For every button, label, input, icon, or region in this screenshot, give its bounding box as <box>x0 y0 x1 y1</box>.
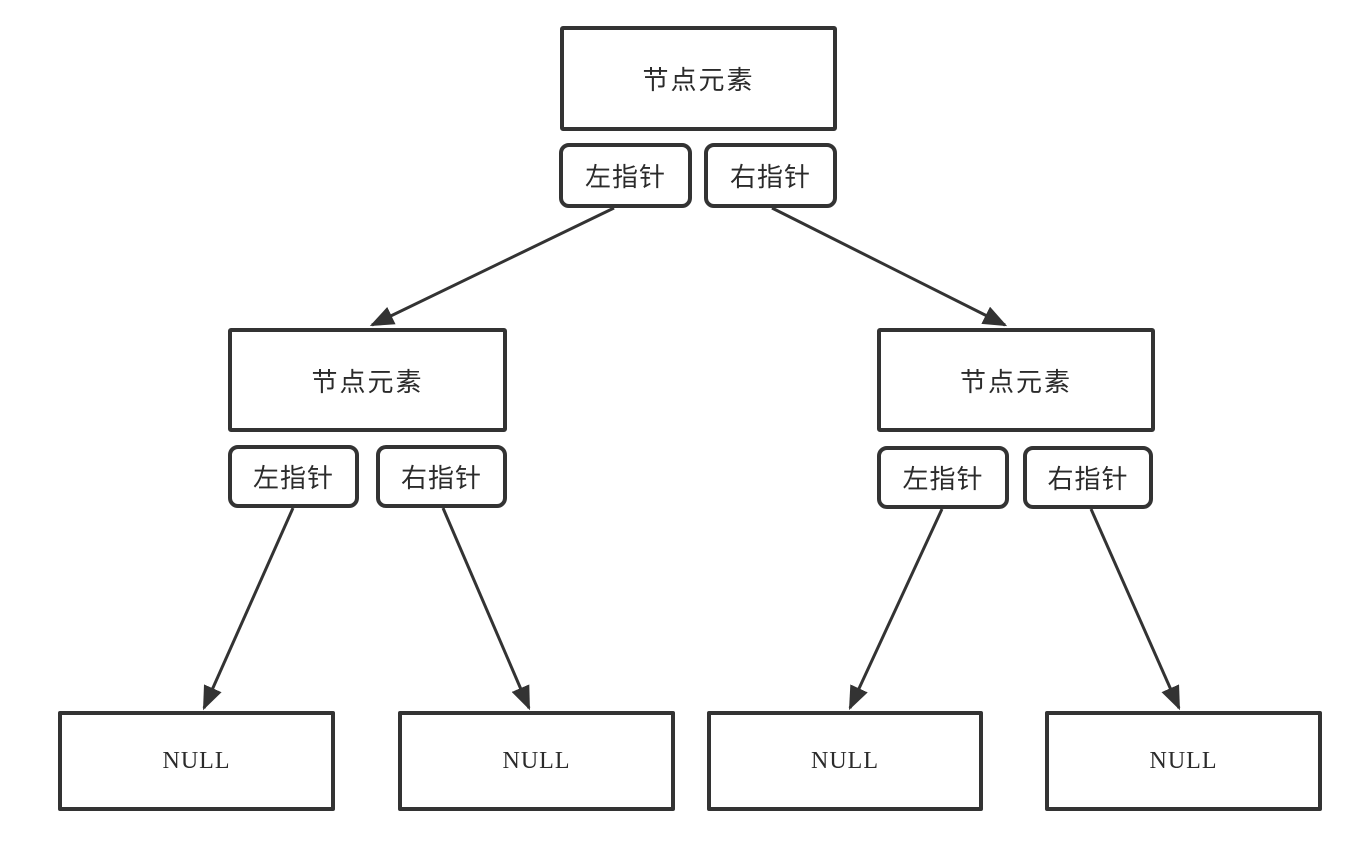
null-leaf-box-1: NULL <box>58 711 335 811</box>
null-leaf-box-3: NULL <box>707 711 983 811</box>
null-leaf-box-4: NULL <box>1045 711 1322 811</box>
right-child-left-pointer-box: 左指针 <box>877 446 1009 509</box>
edge-root-to-right-child <box>771 206 1008 327</box>
root-right-pointer-box: 右指针 <box>704 143 837 208</box>
root-node-element-box: 节点元素 <box>560 26 837 131</box>
root-right-pointer-label: 右指针 <box>729 163 811 192</box>
left-child-right-pointer-box: 右指针 <box>376 445 507 508</box>
null-leaf-label-2: NULL <box>502 747 571 774</box>
edge-left-child-to-null-2 <box>441 507 531 711</box>
null-leaf-label-1: NULL <box>162 747 231 774</box>
root-node-label: 节点元素 <box>642 66 755 95</box>
null-leaf-label-3: NULL <box>811 747 879 774</box>
root-left-pointer-box: 左指针 <box>559 143 692 208</box>
null-leaf-label-4: NULL <box>1149 747 1218 774</box>
root-left-pointer-label: 左指针 <box>584 163 666 192</box>
left-child-node-label: 节点元素 <box>311 367 424 397</box>
left-child-left-pointer-box: 左指针 <box>228 445 359 508</box>
null-leaf-box-2: NULL <box>398 711 675 811</box>
right-child-node-label: 节点元素 <box>959 367 1072 397</box>
edge-left-child-to-null-1 <box>202 507 295 711</box>
right-child-right-pointer-label: 右指针 <box>1047 465 1129 494</box>
right-child-node-element-box: 节点元素 <box>877 328 1155 432</box>
left-child-right-pointer-label: 右指针 <box>400 464 482 493</box>
edge-right-child-to-null-4 <box>1089 508 1181 711</box>
left-child-left-pointer-label: 左指针 <box>252 464 334 493</box>
right-child-left-pointer-label: 左指针 <box>902 465 984 494</box>
edge-root-to-left-child <box>369 206 615 327</box>
right-child-right-pointer-box: 右指针 <box>1023 446 1153 509</box>
edge-right-child-to-null-3 <box>848 508 944 711</box>
left-child-node-element-box: 节点元素 <box>228 328 507 432</box>
